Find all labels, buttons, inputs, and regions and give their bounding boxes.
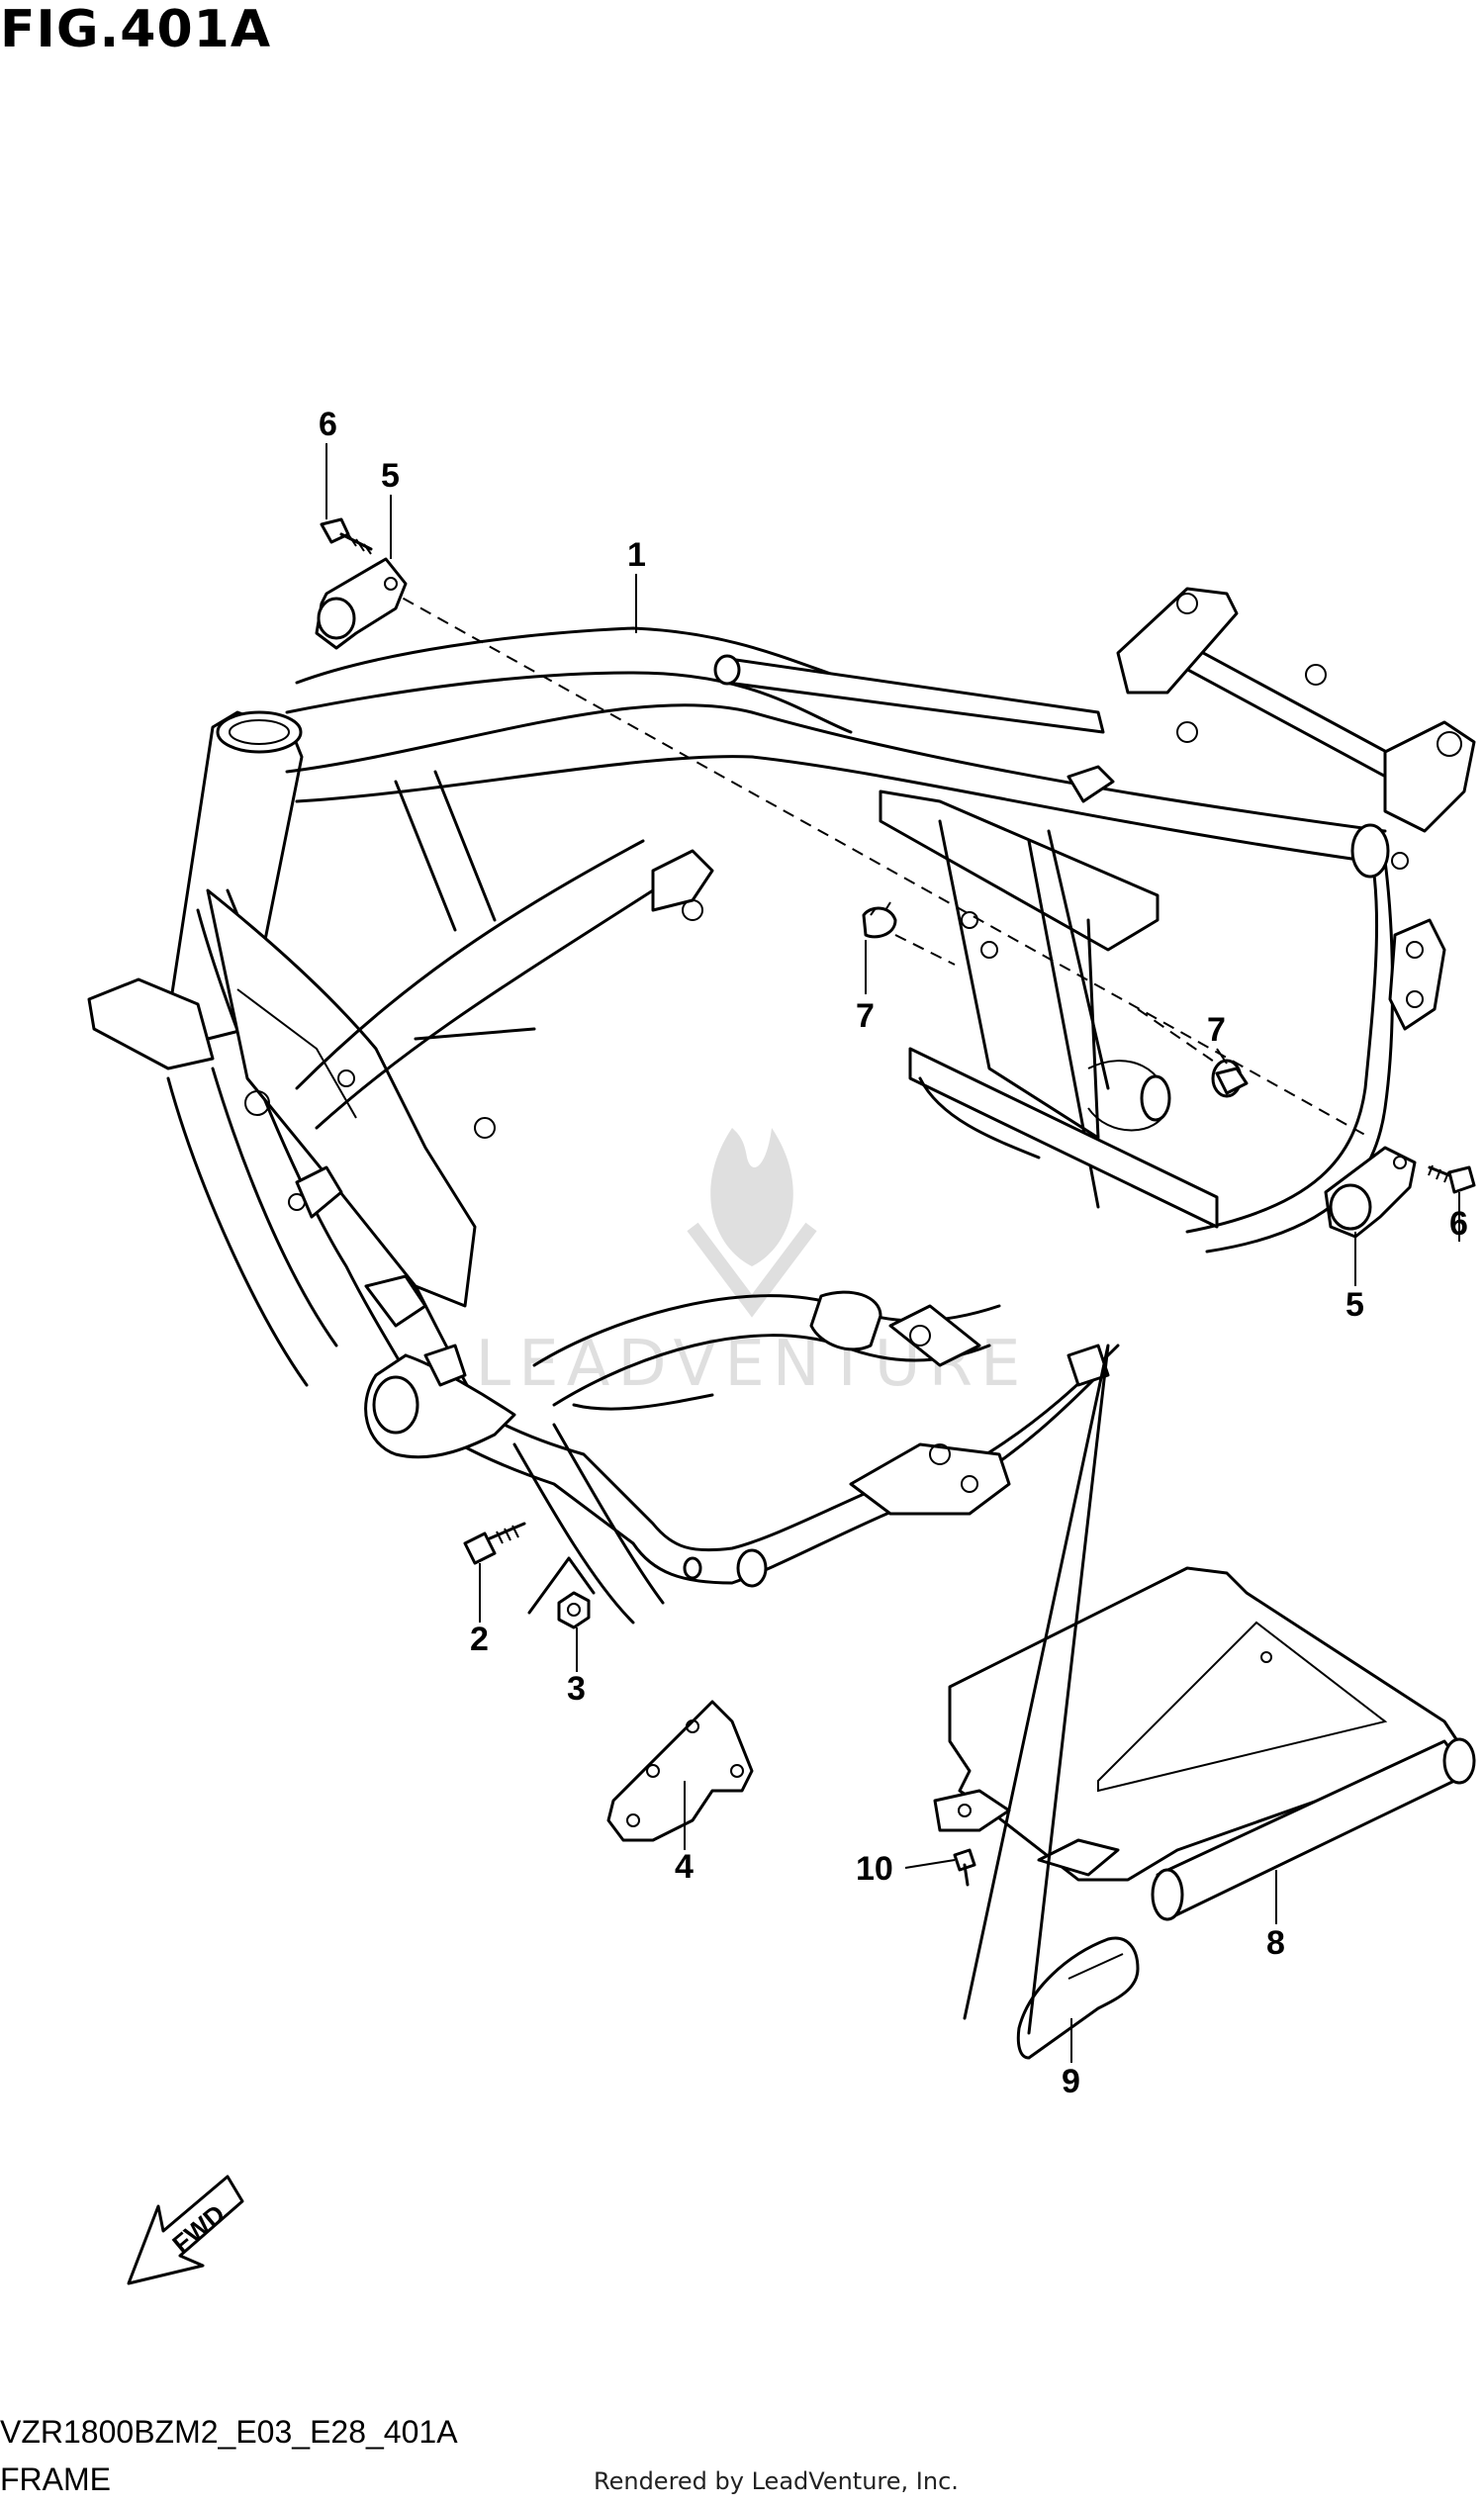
callout-6-right: 6 <box>1449 1205 1468 1243</box>
plug-part-7-left[interactable] <box>862 901 897 939</box>
mount-bracket-part-5-right[interactable] <box>1324 1146 1417 1239</box>
callout-6-left: 6 <box>319 406 337 443</box>
bolt-part-6-right[interactable] <box>1428 1164 1476 1194</box>
diagram-code: VZR1800BZM2_E03_E28_401A <box>0 2414 458 2450</box>
bolt-part-10[interactable] <box>953 1848 976 1887</box>
callout-3: 3 <box>567 1670 586 1708</box>
dashed-assembly-line-7b <box>1137 1008 1218 1065</box>
dashed-assembly-line-7a <box>894 934 956 966</box>
figure-title: FIG.401A <box>0 0 272 59</box>
bolt-part-6-left[interactable] <box>320 517 373 555</box>
bolt-part-2[interactable] <box>463 1522 526 1565</box>
callout-10: 10 <box>856 1850 893 1888</box>
leader-lines <box>325 443 1460 2063</box>
side-cover-part-9[interactable] <box>1016 1936 1140 2060</box>
render-credit: Rendered by LeadVenture, Inc. <box>594 2467 959 2495</box>
callout-2: 2 <box>470 1621 489 1658</box>
dashed-assembly-line-upper <box>385 588 1371 1139</box>
callout-4: 4 <box>675 1848 694 1886</box>
nut-part-3[interactable] <box>557 1591 591 1629</box>
plug-part-7-right[interactable] <box>1211 1059 1249 1098</box>
forward-direction-arrow: FWD <box>127 2175 244 2285</box>
callout-8: 8 <box>1266 1924 1285 1962</box>
callout-9: 9 <box>1062 2063 1080 2100</box>
callout-1: 1 <box>627 536 646 574</box>
callout-7-left: 7 <box>856 997 875 1035</box>
under-cover-part-8[interactable] <box>933 1566 1476 1921</box>
callout-5-left: 5 <box>381 457 400 495</box>
leader-triangle-part-3 <box>527 1556 596 1615</box>
callout-5-right: 5 <box>1345 1286 1364 1324</box>
main-frame-part-1[interactable] <box>87 587 1476 1625</box>
mount-bracket-part-5-left[interactable] <box>315 557 408 650</box>
callout-7-right: 7 <box>1207 1011 1226 1049</box>
section-name: FRAME <box>0 2461 111 2497</box>
leadventure-watermark: LEADVENTURE <box>476 1128 1020 1401</box>
leader-triangle-part-9 <box>963 1344 1110 2035</box>
bracket-part-4[interactable] <box>606 1700 754 1842</box>
